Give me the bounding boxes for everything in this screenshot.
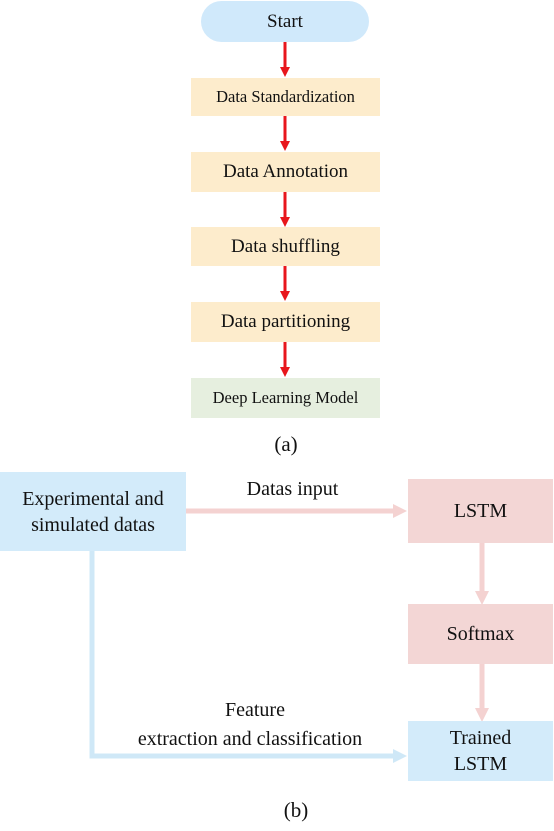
step-label: Data partitioning <box>220 311 351 332</box>
step-data-annotation: Data Annotation <box>191 152 380 192</box>
start-node: Start <box>201 1 369 42</box>
source-line-2: simulated datas <box>31 513 155 536</box>
softmax-node: Softmax <box>408 604 553 664</box>
deep-learning-model-node: Deep Learning Model <box>191 378 380 418</box>
arrow-feature-extraction <box>89 551 407 763</box>
caption-a: (a) <box>274 432 298 456</box>
lstm-node: LSTM <box>408 479 553 543</box>
step-data-shuffling: Data shuffling <box>191 227 380 266</box>
softmax-label: Softmax <box>446 622 515 645</box>
source-line-1: Experimental and <box>22 487 164 510</box>
trained-lstm-node: Trained LSTM <box>408 721 553 781</box>
step-label: Data Standardization <box>216 87 355 106</box>
model-label: Deep Learning Model <box>212 388 359 407</box>
trained-line-2: LSTM <box>453 753 508 775</box>
step-data-standardization: Data Standardization <box>191 78 380 116</box>
experimental-simulated-datas-node: Experimental and simulated datas <box>0 472 186 551</box>
start-label: Start <box>267 10 303 32</box>
step-data-partitioning: Data partitioning <box>191 302 380 342</box>
feature-label-line-2: extraction and classification <box>137 728 363 750</box>
datas-input-label: Datas input <box>246 478 339 500</box>
caption-b: (b) <box>283 798 309 822</box>
step-label: Data Annotation <box>222 161 349 182</box>
trained-line-1: Trained <box>449 727 512 749</box>
lstm-label: LSTM <box>453 499 508 522</box>
step-label: Data shuffling <box>231 235 340 257</box>
feature-label-line-1: Feature <box>225 699 285 721</box>
